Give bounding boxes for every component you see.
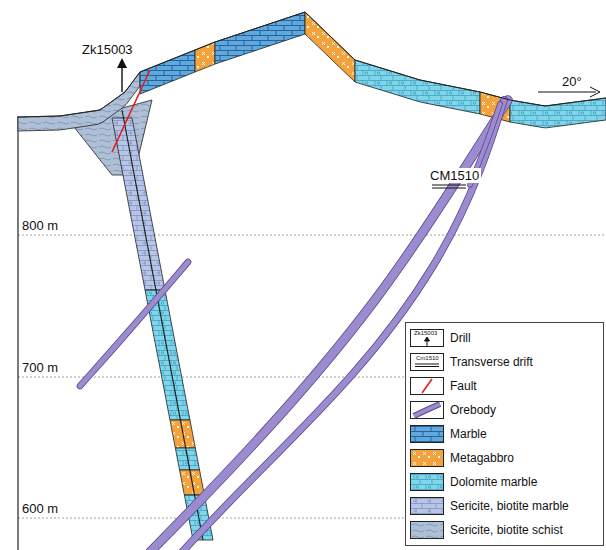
legend-row: Sericite, biotite marble	[410, 494, 599, 518]
drill-core-texture	[145, 290, 190, 420]
legend-symbol	[410, 401, 444, 419]
drill-core-texture	[112, 118, 165, 290]
legend-text: Orebody	[450, 403, 496, 417]
legend-symbol-graphic	[410, 377, 444, 395]
direction-arrow	[538, 92, 596, 93]
elevation-label: 600 m	[22, 501, 58, 516]
legend-swatch	[410, 425, 444, 443]
rock-band	[305, 12, 355, 82]
legend-text: Drill	[450, 331, 471, 345]
fault-line	[112, 70, 150, 152]
legend-text: Marble	[450, 427, 487, 441]
swatch-texture	[411, 426, 443, 442]
legend-swatch	[410, 521, 444, 539]
legend-row: Sericite, biotite schist	[410, 518, 599, 542]
legend-row: Dolomite marble	[410, 470, 599, 494]
legend-drift-text: Cm1510	[416, 355, 439, 362]
legend-row: Fault	[410, 374, 599, 398]
swatch-texture	[411, 474, 443, 490]
legend-text: Fault	[450, 379, 477, 393]
drill-arrowhead	[117, 58, 127, 68]
elevation-label: 800 m	[22, 218, 58, 233]
legend-row: Zk15003 Drill	[410, 326, 599, 350]
legend-swatch	[410, 473, 444, 491]
drift-mark	[432, 185, 466, 188]
legend-symbol: Zk15003	[410, 329, 444, 347]
section-frame	[17, 116, 18, 550]
direction-arrowhead	[590, 87, 600, 97]
swatch-texture	[411, 522, 443, 538]
legend-text: Metagabbro	[450, 451, 514, 465]
rock-band	[355, 60, 480, 114]
orebody-outline	[80, 262, 188, 386]
drill-label: Zk15003	[82, 42, 133, 57]
drill-core	[112, 118, 165, 290]
legend-box: Zk15003 DrillCm1510 Transverse driftFaultO…	[405, 322, 604, 546]
drill-core	[145, 290, 190, 420]
legend-drill-text: Zk15003	[414, 330, 437, 337]
legend-row: Orebody	[410, 398, 599, 422]
legend-symbol	[410, 377, 444, 395]
legend-symbol-graphic	[410, 401, 444, 419]
legend-swatch	[410, 497, 444, 515]
legend-row: Metagabbro	[410, 446, 599, 470]
elevation-line	[18, 235, 606, 236]
direction-label: 20°	[562, 74, 582, 89]
elevation-label: 700 m	[22, 360, 58, 375]
swatch-texture	[411, 450, 443, 466]
legend-symbol: Cm1510	[410, 353, 444, 371]
legend-text: Dolomite marble	[450, 475, 537, 489]
legend-row: Cm1510 Transverse drift	[410, 350, 599, 374]
drift-label: CM1510	[428, 168, 481, 183]
legend-text: Sericite, biotite marble	[450, 499, 569, 513]
rock-band-texture	[355, 60, 480, 114]
rock-band-texture	[305, 12, 355, 82]
legend-text: Transverse drift	[450, 355, 533, 369]
swatch-texture	[411, 498, 443, 514]
legend-row: Marble	[410, 422, 599, 446]
legend-text: Sericite, biotite schist	[450, 523, 563, 537]
orebody	[80, 262, 188, 386]
ground-surface	[18, 12, 606, 117]
legend-swatch	[410, 449, 444, 467]
